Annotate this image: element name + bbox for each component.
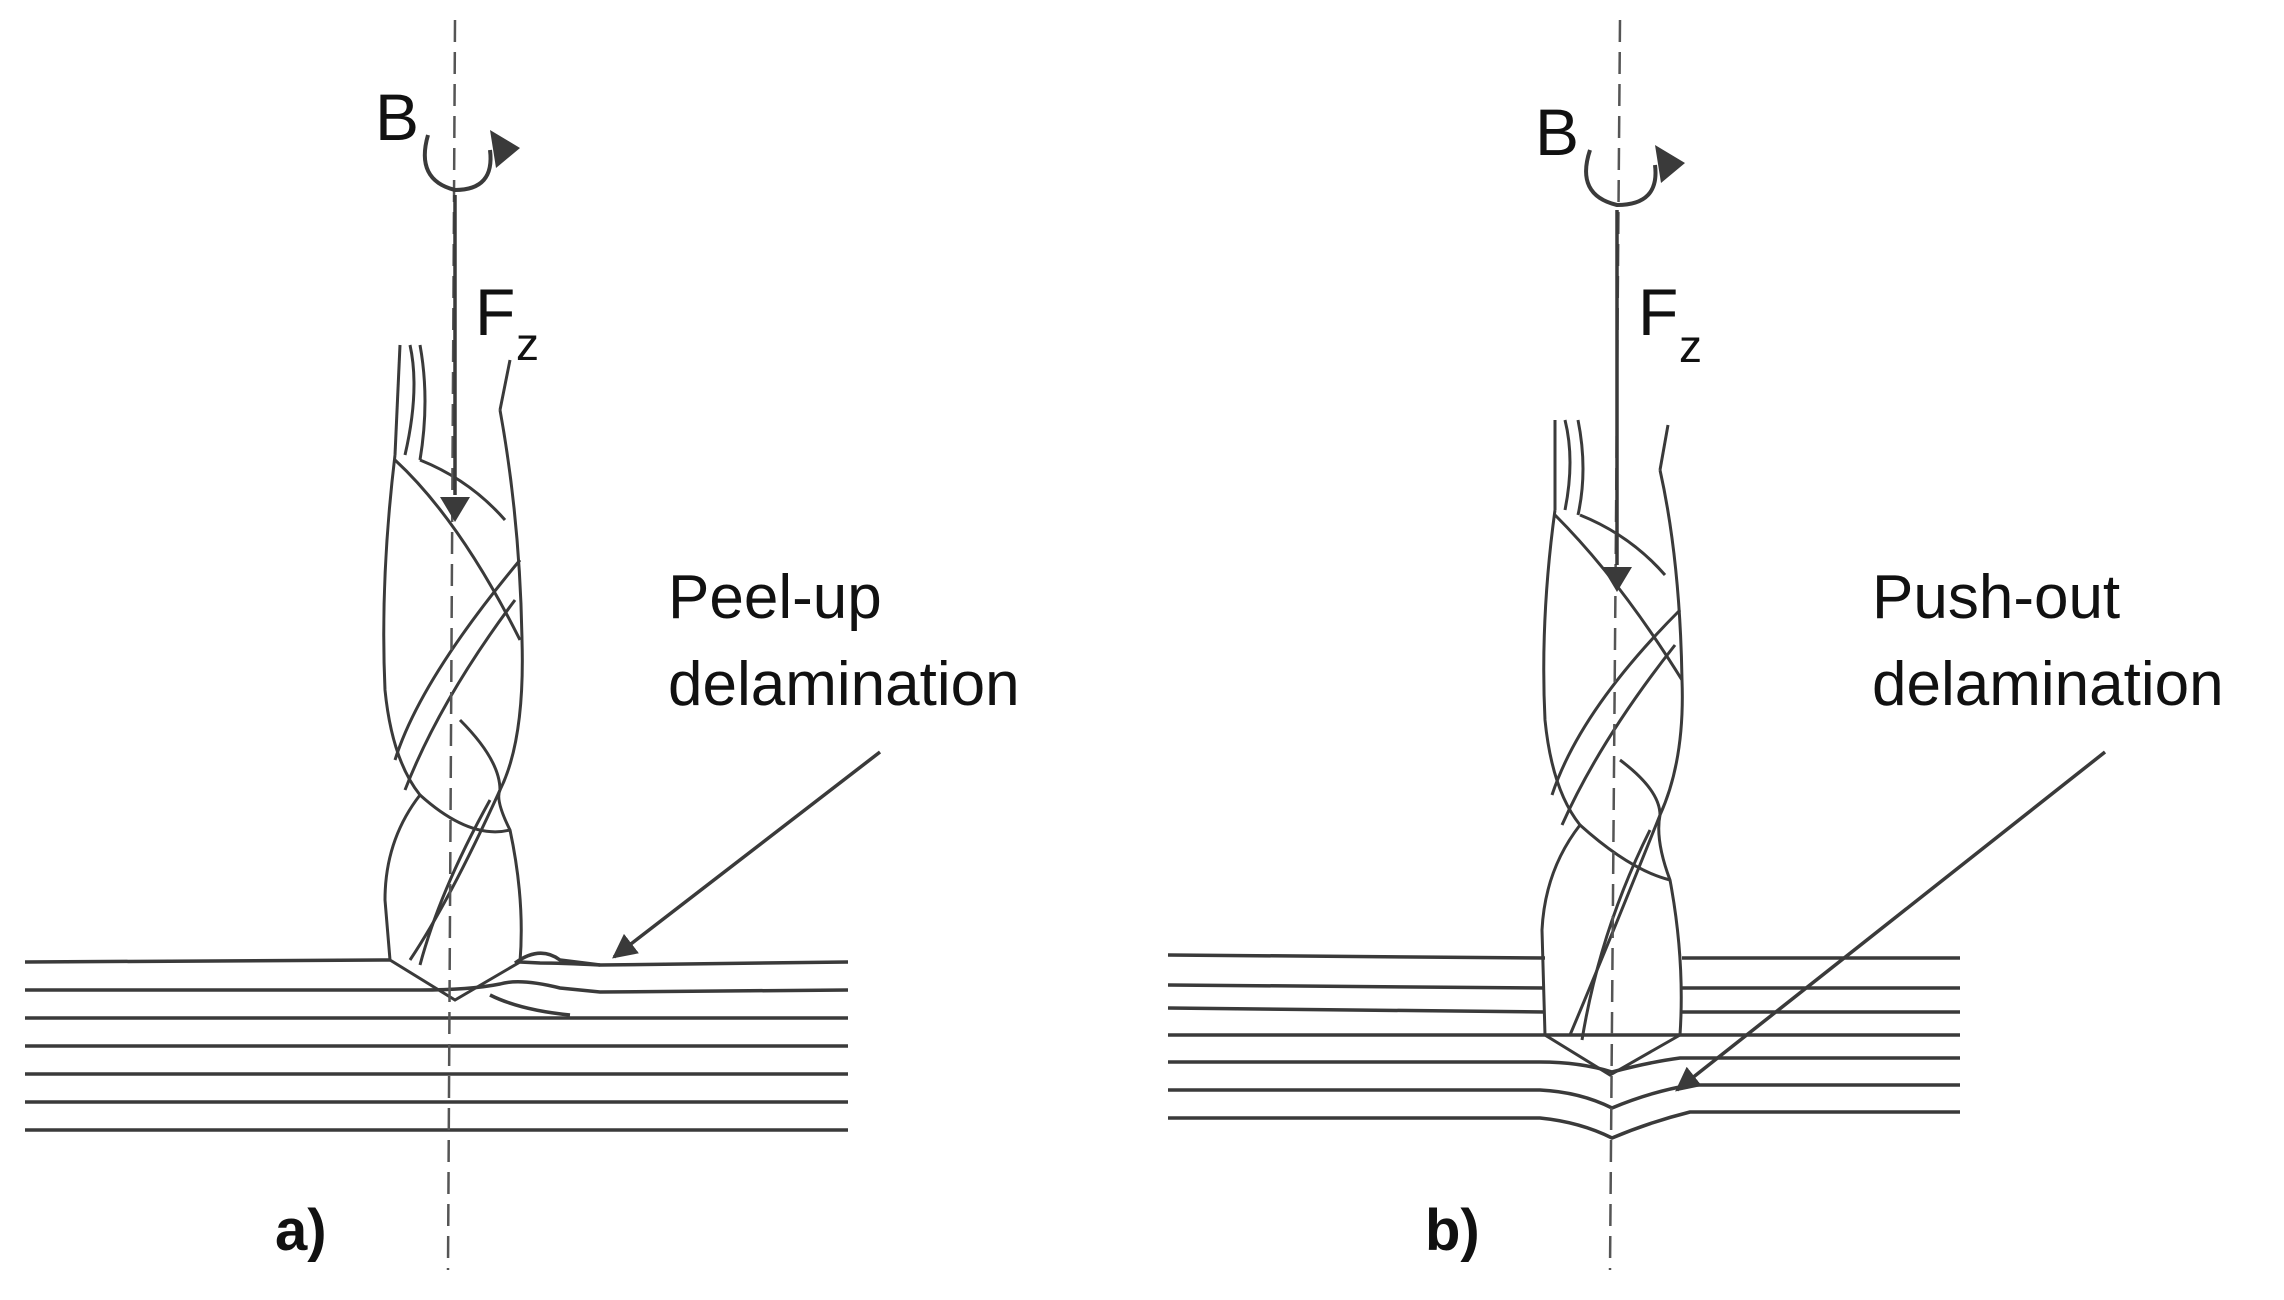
annotation-line2-b: delamination bbox=[1872, 650, 2224, 719]
force-arrow-b bbox=[1602, 210, 1632, 592]
panel-b: B F z Push-out delamination b) bbox=[1167, 19, 2224, 1271]
rotation-label-b: B bbox=[1535, 95, 1579, 169]
center-axis-b bbox=[1608, 19, 1622, 1271]
laminate-layers-a bbox=[24, 951, 849, 1132]
rotation-arrow-a bbox=[422, 130, 520, 193]
annotation-line2-a: delamination bbox=[668, 650, 1020, 719]
force-label-b: F bbox=[1638, 275, 1678, 349]
force-label-a: F bbox=[475, 275, 515, 349]
annotation-line1-a: Peel-up bbox=[668, 563, 882, 632]
drill-bit-b bbox=[1540, 419, 1684, 1077]
rotation-arrow-b bbox=[1584, 145, 1685, 208]
panel-label-b: b) bbox=[1425, 1198, 1480, 1263]
force-arrow-a bbox=[440, 195, 470, 522]
force-subscript-a: z bbox=[516, 318, 539, 370]
panel-label-a: a) bbox=[275, 1198, 327, 1263]
annotation-pointer-b bbox=[1675, 750, 2107, 1092]
rotation-label-a: B bbox=[375, 80, 419, 154]
force-subscript-b: z bbox=[1679, 320, 1702, 372]
annotation-pointer-a bbox=[612, 750, 882, 959]
annotation-line1-b: Push-out bbox=[1872, 563, 2120, 632]
panel-a: B F z Peel-up delamination a) bbox=[24, 19, 1020, 1271]
